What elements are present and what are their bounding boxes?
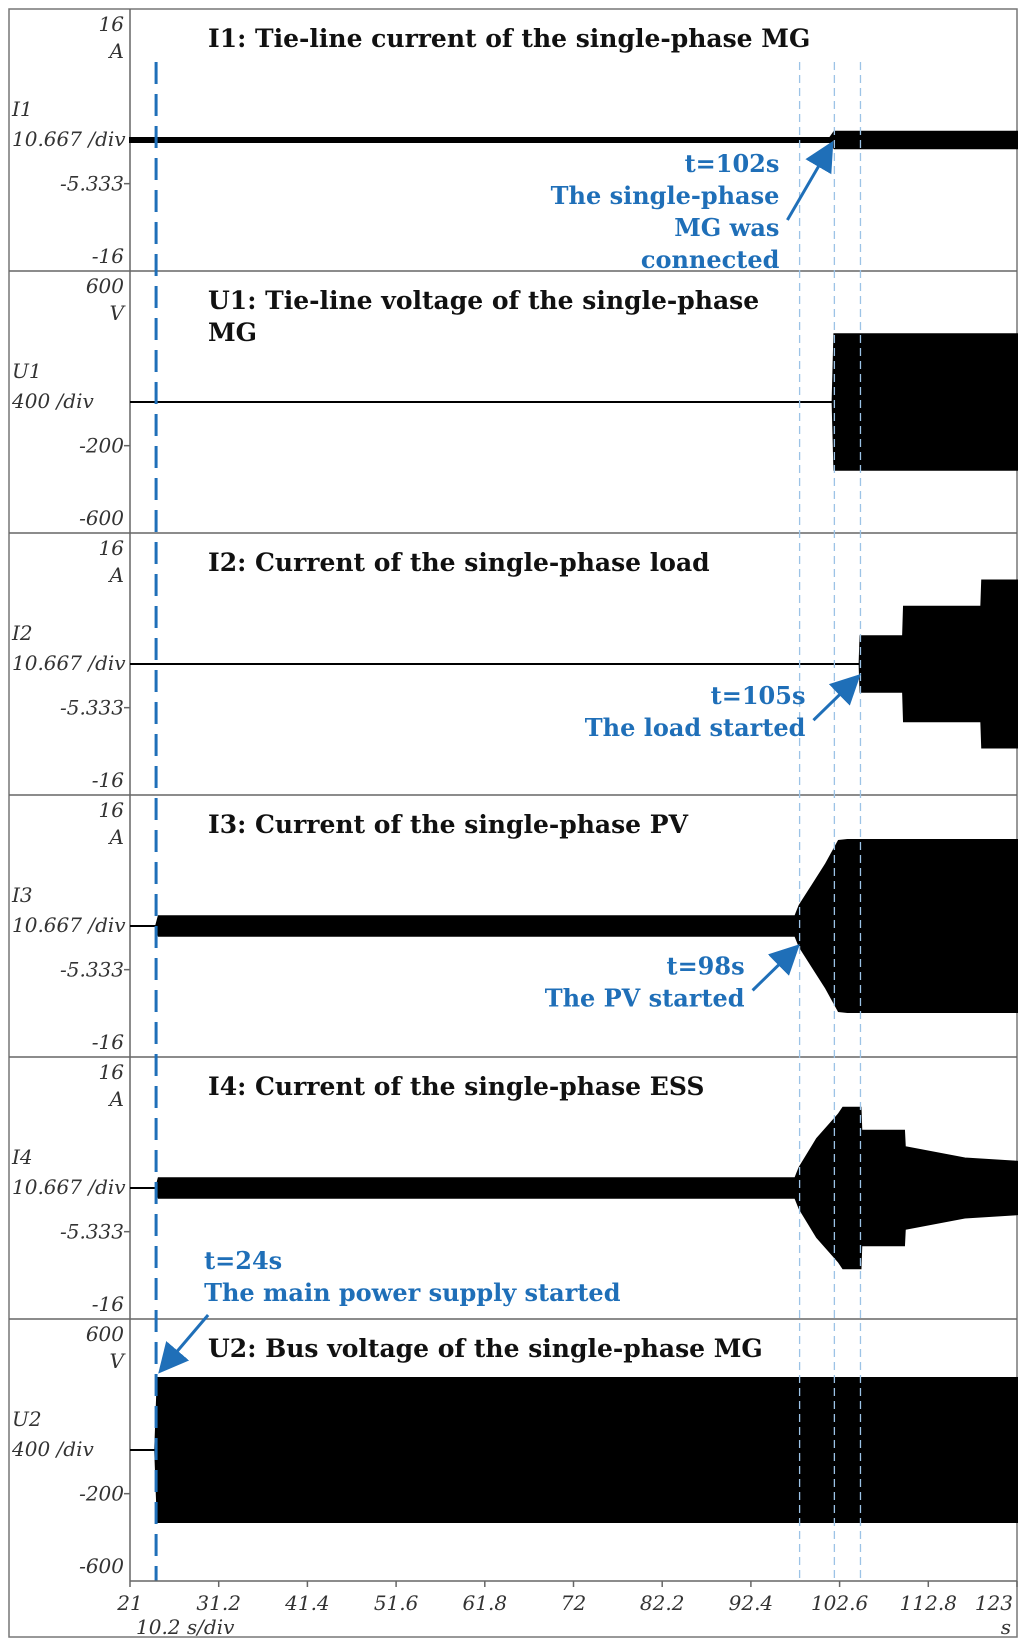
y-tick-label: -200 [79, 1482, 124, 1506]
y-tick-label: -16 [92, 768, 124, 792]
panel-title: U1: Tie-line voltage of the single-phase [208, 286, 759, 315]
y-unit-label: A [108, 825, 124, 849]
annotation-arrow [158, 1314, 210, 1374]
x-unit-label: s [1001, 1615, 1011, 1639]
x-tick-label: 72 [561, 1591, 586, 1615]
y-unit-label: V [110, 301, 127, 325]
channel-scale: 10.667 /div [12, 127, 126, 151]
outer-frame [8, 8, 1018, 1638]
x-tick-label: 92.4 [729, 1591, 774, 1615]
annotation-arrow [786, 140, 834, 221]
channel-name: I2 [11, 621, 33, 645]
annotation-text: t=102s [685, 149, 780, 178]
annotation-arrow [751, 944, 800, 992]
x-tick-label: 123 [975, 1591, 1013, 1615]
panel-i2: 16 -5.333 -16 A I2 10.667 /div I2: Current of … [9, 532, 1018, 795]
x-axis: 21 31.2 41.4 51.6 61.8 72 82.2 92.4 102.6 112.8 12… [116, 1580, 1018, 1639]
x-tick-label: 51.6 [374, 1591, 419, 1615]
y-tick-label: -16 [92, 1030, 124, 1054]
panel-i1: 16 -5.333 -16 A I1 10.667 /div I1: Tie-line cu… [11, 9, 1018, 271]
y-tick-label: 16 [99, 12, 125, 36]
y-tick-label: -16 [92, 1292, 124, 1316]
annotation-text: t=105s [711, 681, 806, 710]
panel-u1: 600 -200 -600 V U1 400 /div U1: Tie-line volta… [9, 270, 1018, 533]
annotation-text: The main power supply started [204, 1278, 621, 1307]
channel-name: I3 [11, 883, 33, 907]
panel-title: I2: Current of the single-phase load [208, 548, 710, 577]
panel-i3: 16 -5.333 -16 A I3 10.667 /div I3: Current of … [9, 794, 1018, 1057]
y-tick-label: 600 [86, 274, 124, 298]
y-tick-label: -5.333 [60, 958, 124, 982]
panel-title: I3: Current of the single-phase PV [208, 810, 689, 839]
y-tick-label: -5.333 [60, 1220, 124, 1244]
y-tick-label: 16 [99, 1060, 125, 1084]
x-tick-label: 61.8 [463, 1591, 508, 1615]
y-tick-label: -16 [92, 244, 124, 268]
channel-name: I4 [11, 1145, 33, 1169]
x-tick-label: 21 [116, 1591, 142, 1615]
channel-scale: 400 /div [11, 389, 94, 413]
y-unit-label: A [108, 563, 124, 587]
channel-name: I1 [11, 97, 33, 121]
x-tick-label: 41.4 [284, 1591, 330, 1615]
x-tick-label: 31.2 [196, 1591, 241, 1615]
channel-scale: 10.667 /div [12, 913, 126, 937]
annotation-text: The single-phase [551, 181, 780, 210]
y-unit-label: A [108, 1087, 124, 1111]
y-tick-label: -600 [79, 1554, 124, 1578]
annotation-text: The load started [585, 713, 806, 742]
y-tick-label: -600 [79, 506, 124, 530]
x-tick-label: 112.8 [900, 1591, 957, 1615]
y-tick-label: -5.333 [60, 172, 124, 196]
x-tick-label: 102.6 [811, 1591, 869, 1615]
annotation-text: MG was [674, 213, 779, 242]
x-scale-label: 10.2 s/div [136, 1615, 235, 1639]
annotation-text: The PV started [545, 983, 745, 1012]
panel-i4: 16 -5.333 -16 A I4 10.667 /div I4: Current of … [9, 1056, 1018, 1319]
channel-scale: 10.667 /div [12, 651, 126, 675]
x-tick-label: 82.2 [640, 1591, 685, 1615]
y-tick-label: 600 [86, 1322, 124, 1346]
y-unit-label: V [110, 1349, 127, 1373]
annotation-text: t=98s [666, 951, 744, 980]
y-tick-label: -5.333 [60, 696, 124, 720]
y-tick-label: -200 [79, 434, 124, 458]
y-tick-label: 16 [99, 798, 125, 822]
channel-name: U1 [12, 359, 42, 383]
y-unit-label: A [108, 39, 124, 63]
annotation-text: connected [641, 245, 780, 274]
event-guides [154, 62, 862, 1581]
panel-title: I4: Current of the single-phase ESS [208, 1072, 704, 1101]
annotation-arrow [812, 673, 861, 722]
channel-name: U2 [12, 1407, 42, 1431]
panel-title: U2: Bus voltage of the single-phase MG [208, 1334, 763, 1363]
y-tick-label: 16 [99, 536, 125, 560]
annotation-text: t=24s [204, 1246, 282, 1275]
channel-scale: 10.667 /div [12, 1175, 126, 1199]
channel-scale: 400 /div [11, 1437, 94, 1461]
panel-title: I1: Tie-line current of the single-phase… [208, 24, 810, 53]
panel-title-line2: MG [208, 318, 257, 347]
